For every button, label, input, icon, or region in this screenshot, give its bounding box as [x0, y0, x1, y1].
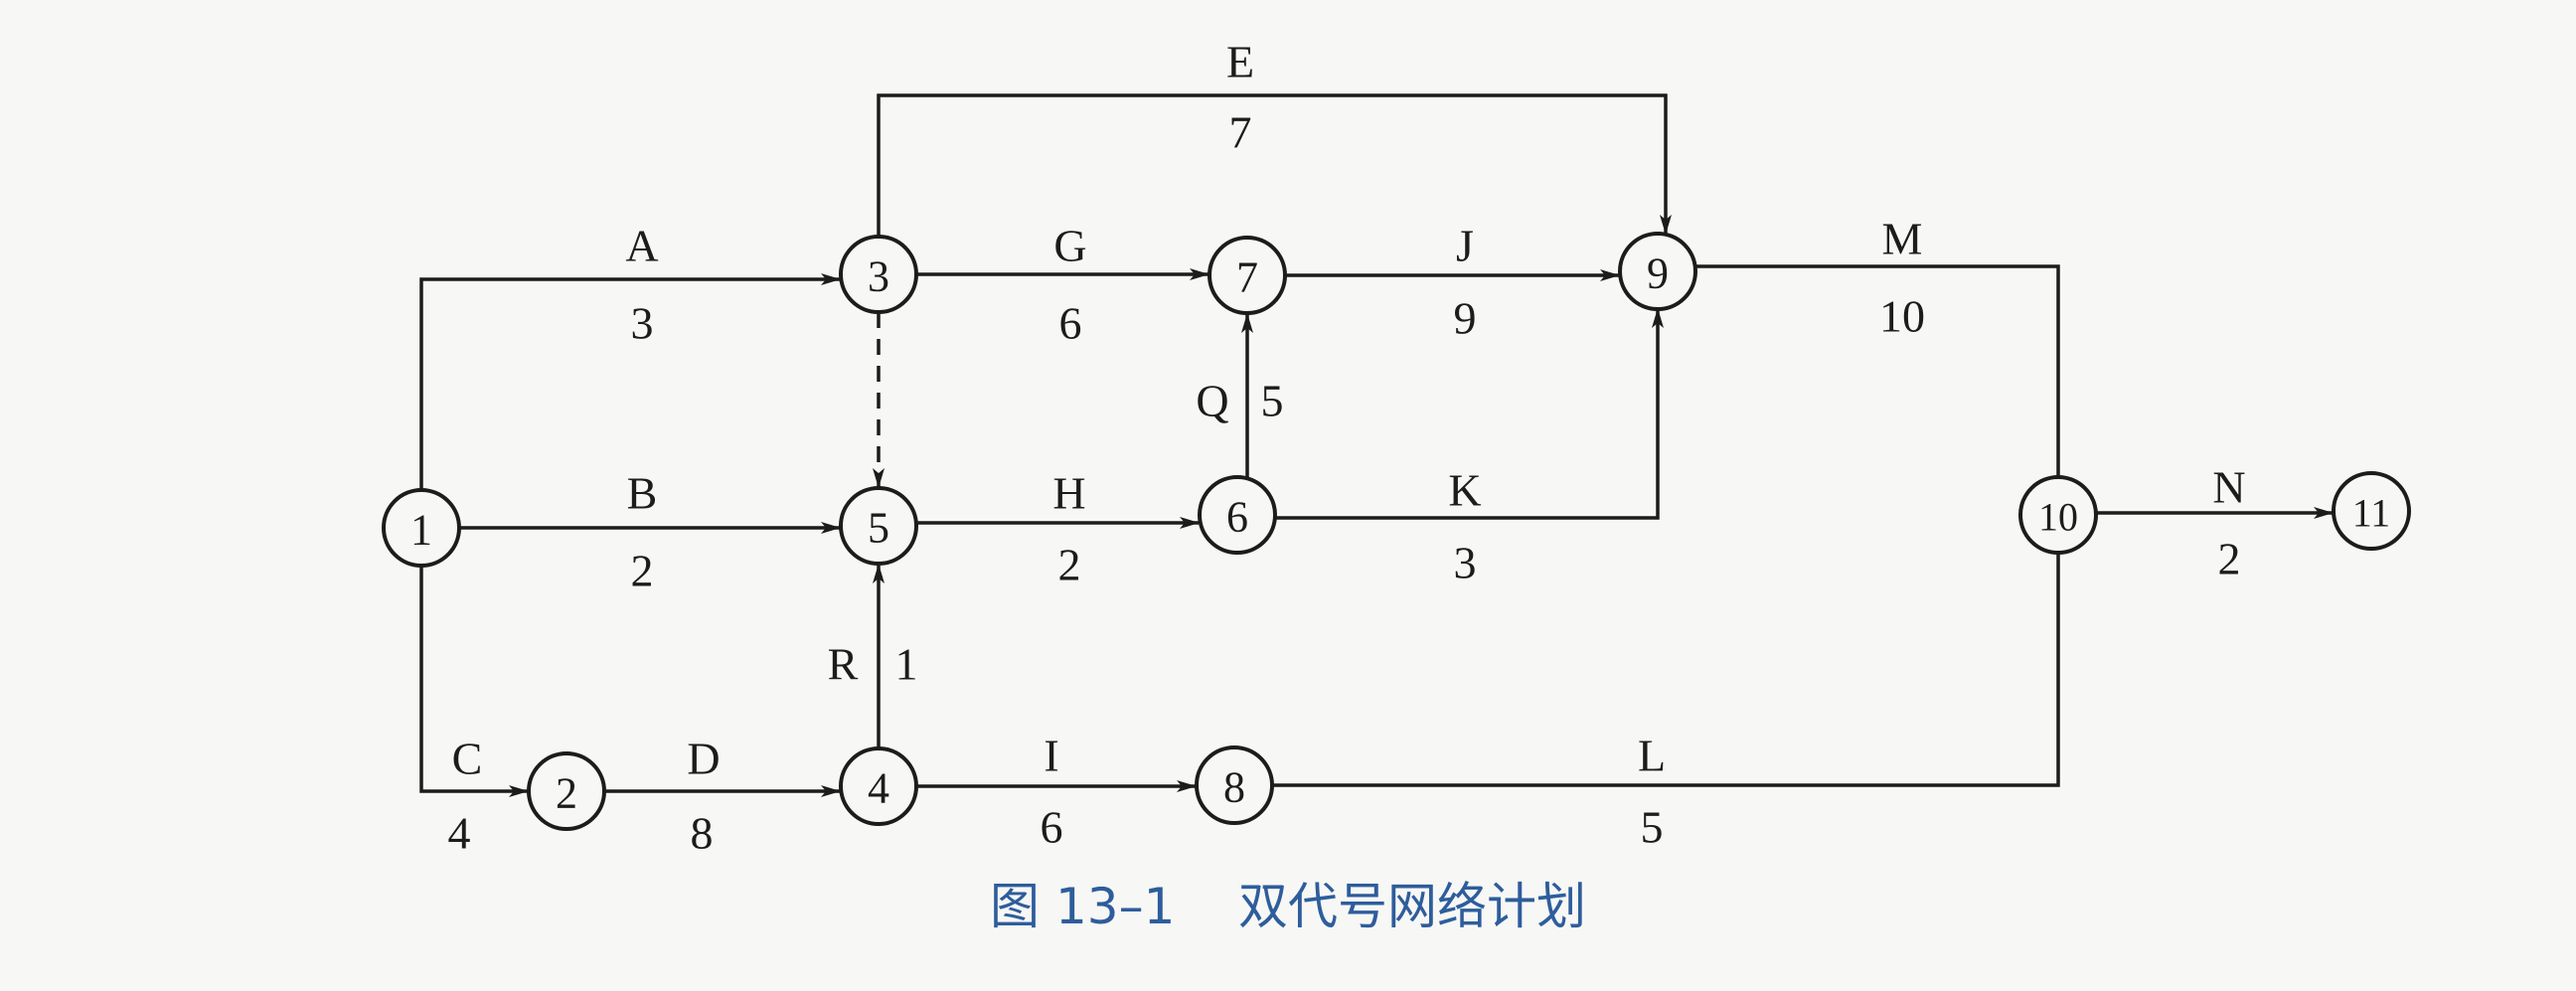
event-node-number: 11: [2352, 491, 2391, 536]
event-node-number: 5: [868, 504, 889, 553]
event-node-circle: [839, 486, 918, 566]
event-node-6: 6: [1198, 475, 1277, 555]
event-node-9: 9: [1618, 232, 1697, 311]
activity-label-m: M: [1882, 214, 1923, 264]
duration-label-a: 3: [631, 298, 654, 349]
event-node-number: 8: [1223, 763, 1245, 812]
event-node-number: 2: [556, 769, 577, 818]
duration-label-e: 7: [1229, 107, 1252, 158]
duration-label-k: 3: [1454, 538, 1477, 588]
activity-label-r: R: [828, 639, 859, 690]
arrow-a: [419, 273, 841, 566]
duration-label-i: 6: [1041, 802, 1063, 853]
duration-label-q: 5: [1261, 376, 1284, 426]
event-node-circle: [527, 751, 606, 831]
activity-label-i: I: [1044, 731, 1058, 781]
arrow-m: [1695, 264, 2064, 554]
arrow-e: [877, 93, 1672, 237]
event-node-11: 11: [2332, 471, 2411, 551]
event-node-2: 2: [527, 751, 606, 831]
duration-label-j: 9: [1454, 293, 1477, 344]
activity-label-b: B: [627, 468, 658, 519]
event-node-1: 1: [382, 488, 461, 568]
duration-label-c: 4: [448, 808, 471, 859]
arrow-c: [419, 490, 529, 797]
event-node-circle: [2018, 475, 2098, 555]
event-node-number: 9: [1647, 249, 1669, 298]
activity-label-j: J: [1456, 221, 1474, 271]
event-node-number: 7: [1236, 253, 1258, 302]
duration-label-d: 8: [691, 808, 714, 859]
event-node-circle: [2332, 471, 2411, 551]
event-node-circle: [1198, 475, 1277, 555]
activity-label-a: A: [625, 221, 658, 271]
activity-label-c: C: [452, 734, 483, 784]
event-node-circle: [1208, 236, 1287, 315]
event-node-circle: [1195, 745, 1274, 825]
duration-label-g: 6: [1059, 298, 1082, 349]
event-node-5: 5: [839, 486, 918, 566]
arrow-l: [1272, 476, 2064, 787]
activity-label-h: H: [1052, 468, 1085, 519]
activity-label-n: N: [2212, 462, 2245, 513]
event-node-7: 7: [1208, 236, 1287, 315]
duration-label-r: 1: [895, 639, 918, 690]
event-node-number: 4: [868, 764, 889, 813]
activity-label-k: K: [1448, 465, 1481, 516]
activity-label-e: E: [1226, 37, 1254, 87]
event-node-10: 10: [2018, 475, 2098, 555]
event-node-8: 8: [1195, 745, 1274, 825]
duration-label-b: 2: [631, 546, 654, 596]
event-node-3: 3: [839, 235, 918, 314]
duration-label-h: 2: [1058, 540, 1081, 590]
event-node-circle: [1618, 232, 1697, 311]
event-node-circle: [839, 746, 918, 826]
event-node-number: 1: [410, 506, 432, 555]
event-node-circle: [382, 488, 461, 568]
duration-label-n: 2: [2218, 534, 2241, 584]
event-node-4: 4: [839, 746, 918, 826]
figure-caption: 图 13–1 双代号网络计划: [990, 878, 1586, 935]
event-node-number: 3: [868, 252, 889, 301]
duration-label-m: 10: [1879, 291, 1925, 342]
duration-label-l: 5: [1641, 802, 1664, 853]
activity-label-d: D: [687, 734, 720, 784]
event-node-circle: [839, 235, 918, 314]
arrow-k: [1275, 308, 1664, 520]
activity-label-l: L: [1638, 731, 1666, 781]
event-node-number: 6: [1226, 493, 1248, 542]
activity-label-g: G: [1053, 221, 1086, 271]
activity-label-q: Q: [1196, 376, 1228, 426]
event-node-number: 10: [2038, 495, 2078, 540]
